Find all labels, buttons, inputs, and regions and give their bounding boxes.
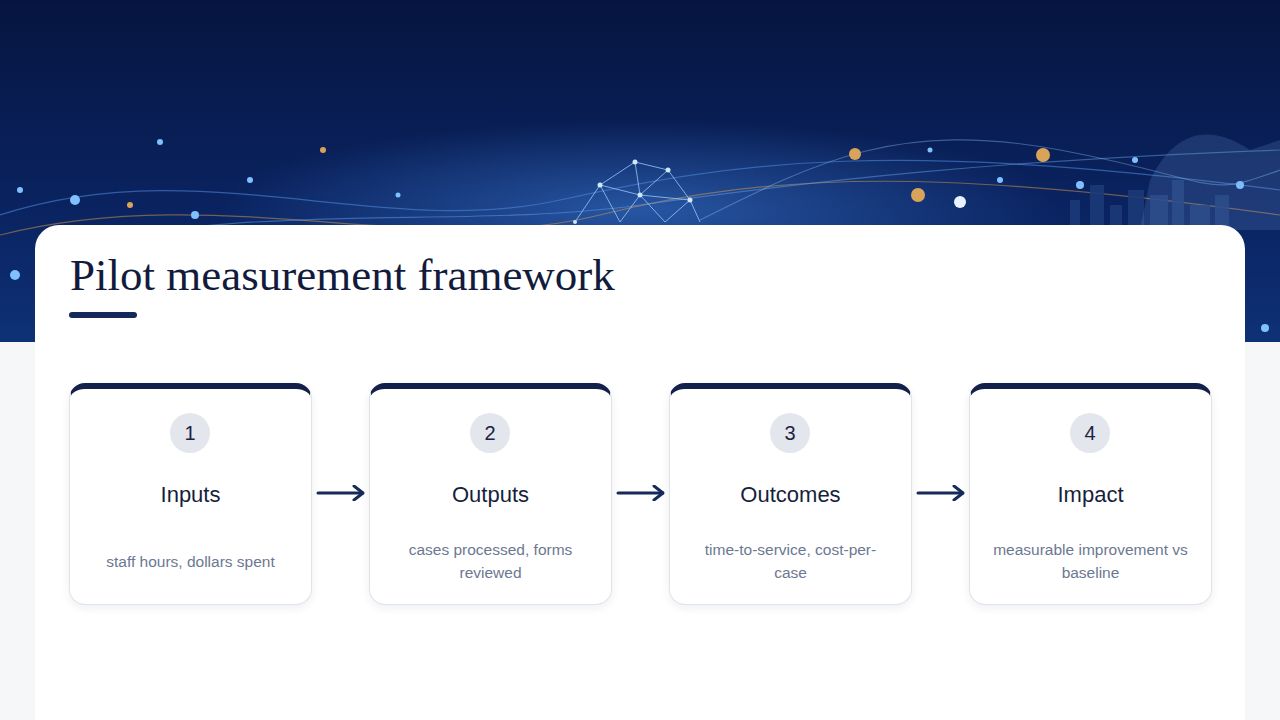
stage-description: measurable improvement vs baseline — [990, 529, 1191, 593]
description-text: measurable improvement vs baseline — [990, 538, 1191, 584]
step-number-circle: 2 — [470, 413, 510, 453]
flow-arrow — [318, 492, 363, 495]
title-underline — [69, 312, 137, 318]
stage-description: staff hours, dollars spent — [90, 529, 291, 593]
stage-heading: Impact — [970, 481, 1211, 509]
step-number: 4 — [1084, 422, 1095, 445]
slide-title: Pilot measurement framework — [70, 247, 615, 303]
stage-description: time-to-service, cost-per-case — [690, 529, 891, 593]
description-text: staff hours, dollars spent — [106, 550, 275, 573]
stage-card: Outcomes time-to-service, cost-per-case 3 — [669, 383, 912, 605]
stage-card: Outputs cases processed, forms reviewed 2 — [369, 383, 612, 605]
step-number: 2 — [484, 422, 495, 445]
step-number: 3 — [784, 422, 795, 445]
flow-arrow — [918, 492, 963, 495]
stage-card: Impact measurable improvement vs baseline… — [969, 383, 1212, 605]
step-number: 1 — [184, 422, 195, 445]
description-text: cases processed, forms reviewed — [390, 538, 591, 584]
step-number-circle: 3 — [770, 413, 810, 453]
stage-heading: Inputs — [70, 481, 311, 509]
stage-description: cases processed, forms reviewed — [390, 529, 591, 593]
step-number-circle: 1 — [170, 413, 210, 453]
stage-heading: Outputs — [370, 481, 611, 509]
step-number-circle: 4 — [1070, 413, 1110, 453]
flow-arrow — [618, 492, 663, 495]
description-text: time-to-service, cost-per-case — [690, 538, 891, 584]
stage-card: Inputs staff hours, dollars spent 1 — [69, 383, 312, 605]
stage-heading: Outcomes — [670, 481, 911, 509]
